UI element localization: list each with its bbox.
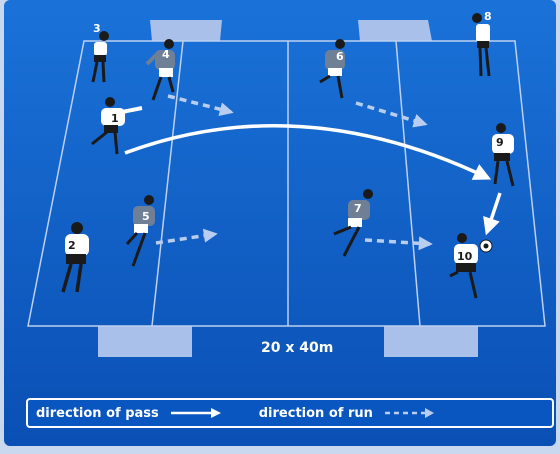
player-6-number: 6: [336, 50, 344, 63]
diagram-background: [4, 0, 556, 446]
run-arrow-5: [155, 228, 218, 245]
run-arrow-6: [355, 101, 428, 128]
ball: [479, 239, 493, 253]
player-5-number: 5: [142, 210, 150, 223]
goal-top-left: [150, 20, 222, 41]
legend-run-label: direction of run: [258, 405, 373, 421]
player-3-number: 3: [93, 22, 101, 35]
player-9: [492, 123, 515, 187]
goal-top-right: [358, 20, 432, 41]
goal-bottom-left: [98, 326, 192, 357]
player-6: [319, 39, 345, 99]
run-arrow-7: [364, 236, 433, 251]
zone-line-right: [395, 40, 421, 327]
player-2: [61, 222, 89, 293]
legend-pass-label: direction of pass: [36, 405, 159, 421]
player-10: [449, 233, 478, 299]
run-arrow-icon: [384, 408, 434, 418]
goal-bottom-right: [384, 326, 478, 357]
pass-arrow-icon: [170, 408, 221, 418]
player-8-number: 8: [484, 10, 492, 23]
legend-run-item: direction of run: [259, 406, 435, 421]
player-3: [91, 31, 109, 83]
pitch-lines: [27, 40, 546, 327]
player-5: [125, 195, 155, 267]
player-8: [472, 13, 491, 77]
legend: direction of pass direction of run: [26, 398, 554, 428]
player-4: [145, 39, 175, 101]
player-10-number: 10: [457, 250, 473, 263]
legend-pass-item: direction of pass: [36, 406, 223, 421]
player-9-number: 9: [496, 136, 504, 149]
zone-line-left: [151, 40, 184, 327]
player-7: [333, 189, 373, 257]
pitch-size-label: 20 x 40m: [261, 340, 333, 356]
pass-arrow-long: [124, 124, 492, 180]
player-1: [91, 97, 143, 155]
player-2-number: 2: [68, 239, 76, 252]
pitch-outline: [27, 40, 546, 327]
run-arrow-4: [167, 94, 234, 117]
player-1-number: 1: [111, 112, 119, 125]
pass-arrow-short: [483, 192, 502, 236]
player-7-number: 7: [354, 202, 362, 215]
player-4-number: 4: [162, 48, 170, 61]
